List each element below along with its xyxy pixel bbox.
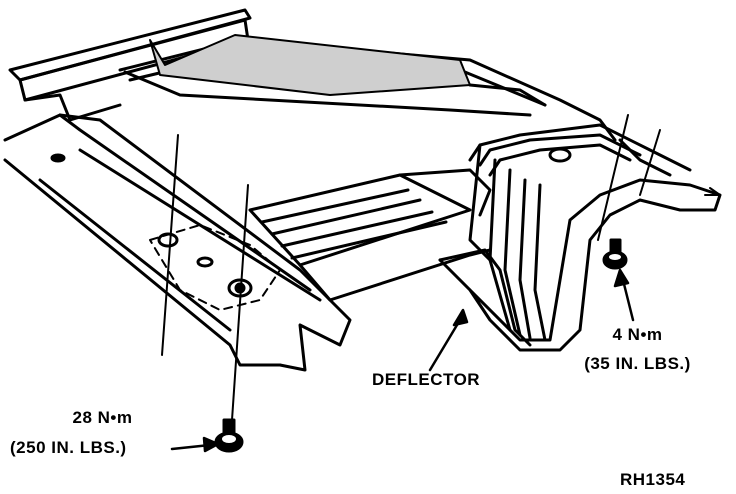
front-bolt-icon bbox=[214, 418, 244, 453]
deflector-shield bbox=[438, 123, 722, 352]
alignment-lines bbox=[161, 114, 661, 421]
rear-torque-nm-label: 4 N•m bbox=[612, 325, 663, 344]
rear-torque-leader-arrow bbox=[613, 268, 635, 322]
rear-torque-inlbs-label: (35 IN. LBS.) bbox=[584, 354, 691, 373]
figure-id-label: RH1354 bbox=[620, 470, 686, 489]
lower-channel-member bbox=[3, 113, 352, 372]
mounting-holes bbox=[149, 224, 281, 311]
front-torque-leader-arrow bbox=[170, 436, 220, 453]
front-torque-nm-label: 28 N•m bbox=[72, 408, 133, 427]
deflector-leader-arrow bbox=[428, 308, 469, 372]
upper-frame-rail bbox=[8, 8, 617, 142]
front-torque-inlbs-label: (250 IN. LBS.) bbox=[10, 438, 127, 457]
deflector-label: DEFLECTOR bbox=[372, 370, 481, 389]
rear-bolt-icon bbox=[602, 238, 628, 270]
